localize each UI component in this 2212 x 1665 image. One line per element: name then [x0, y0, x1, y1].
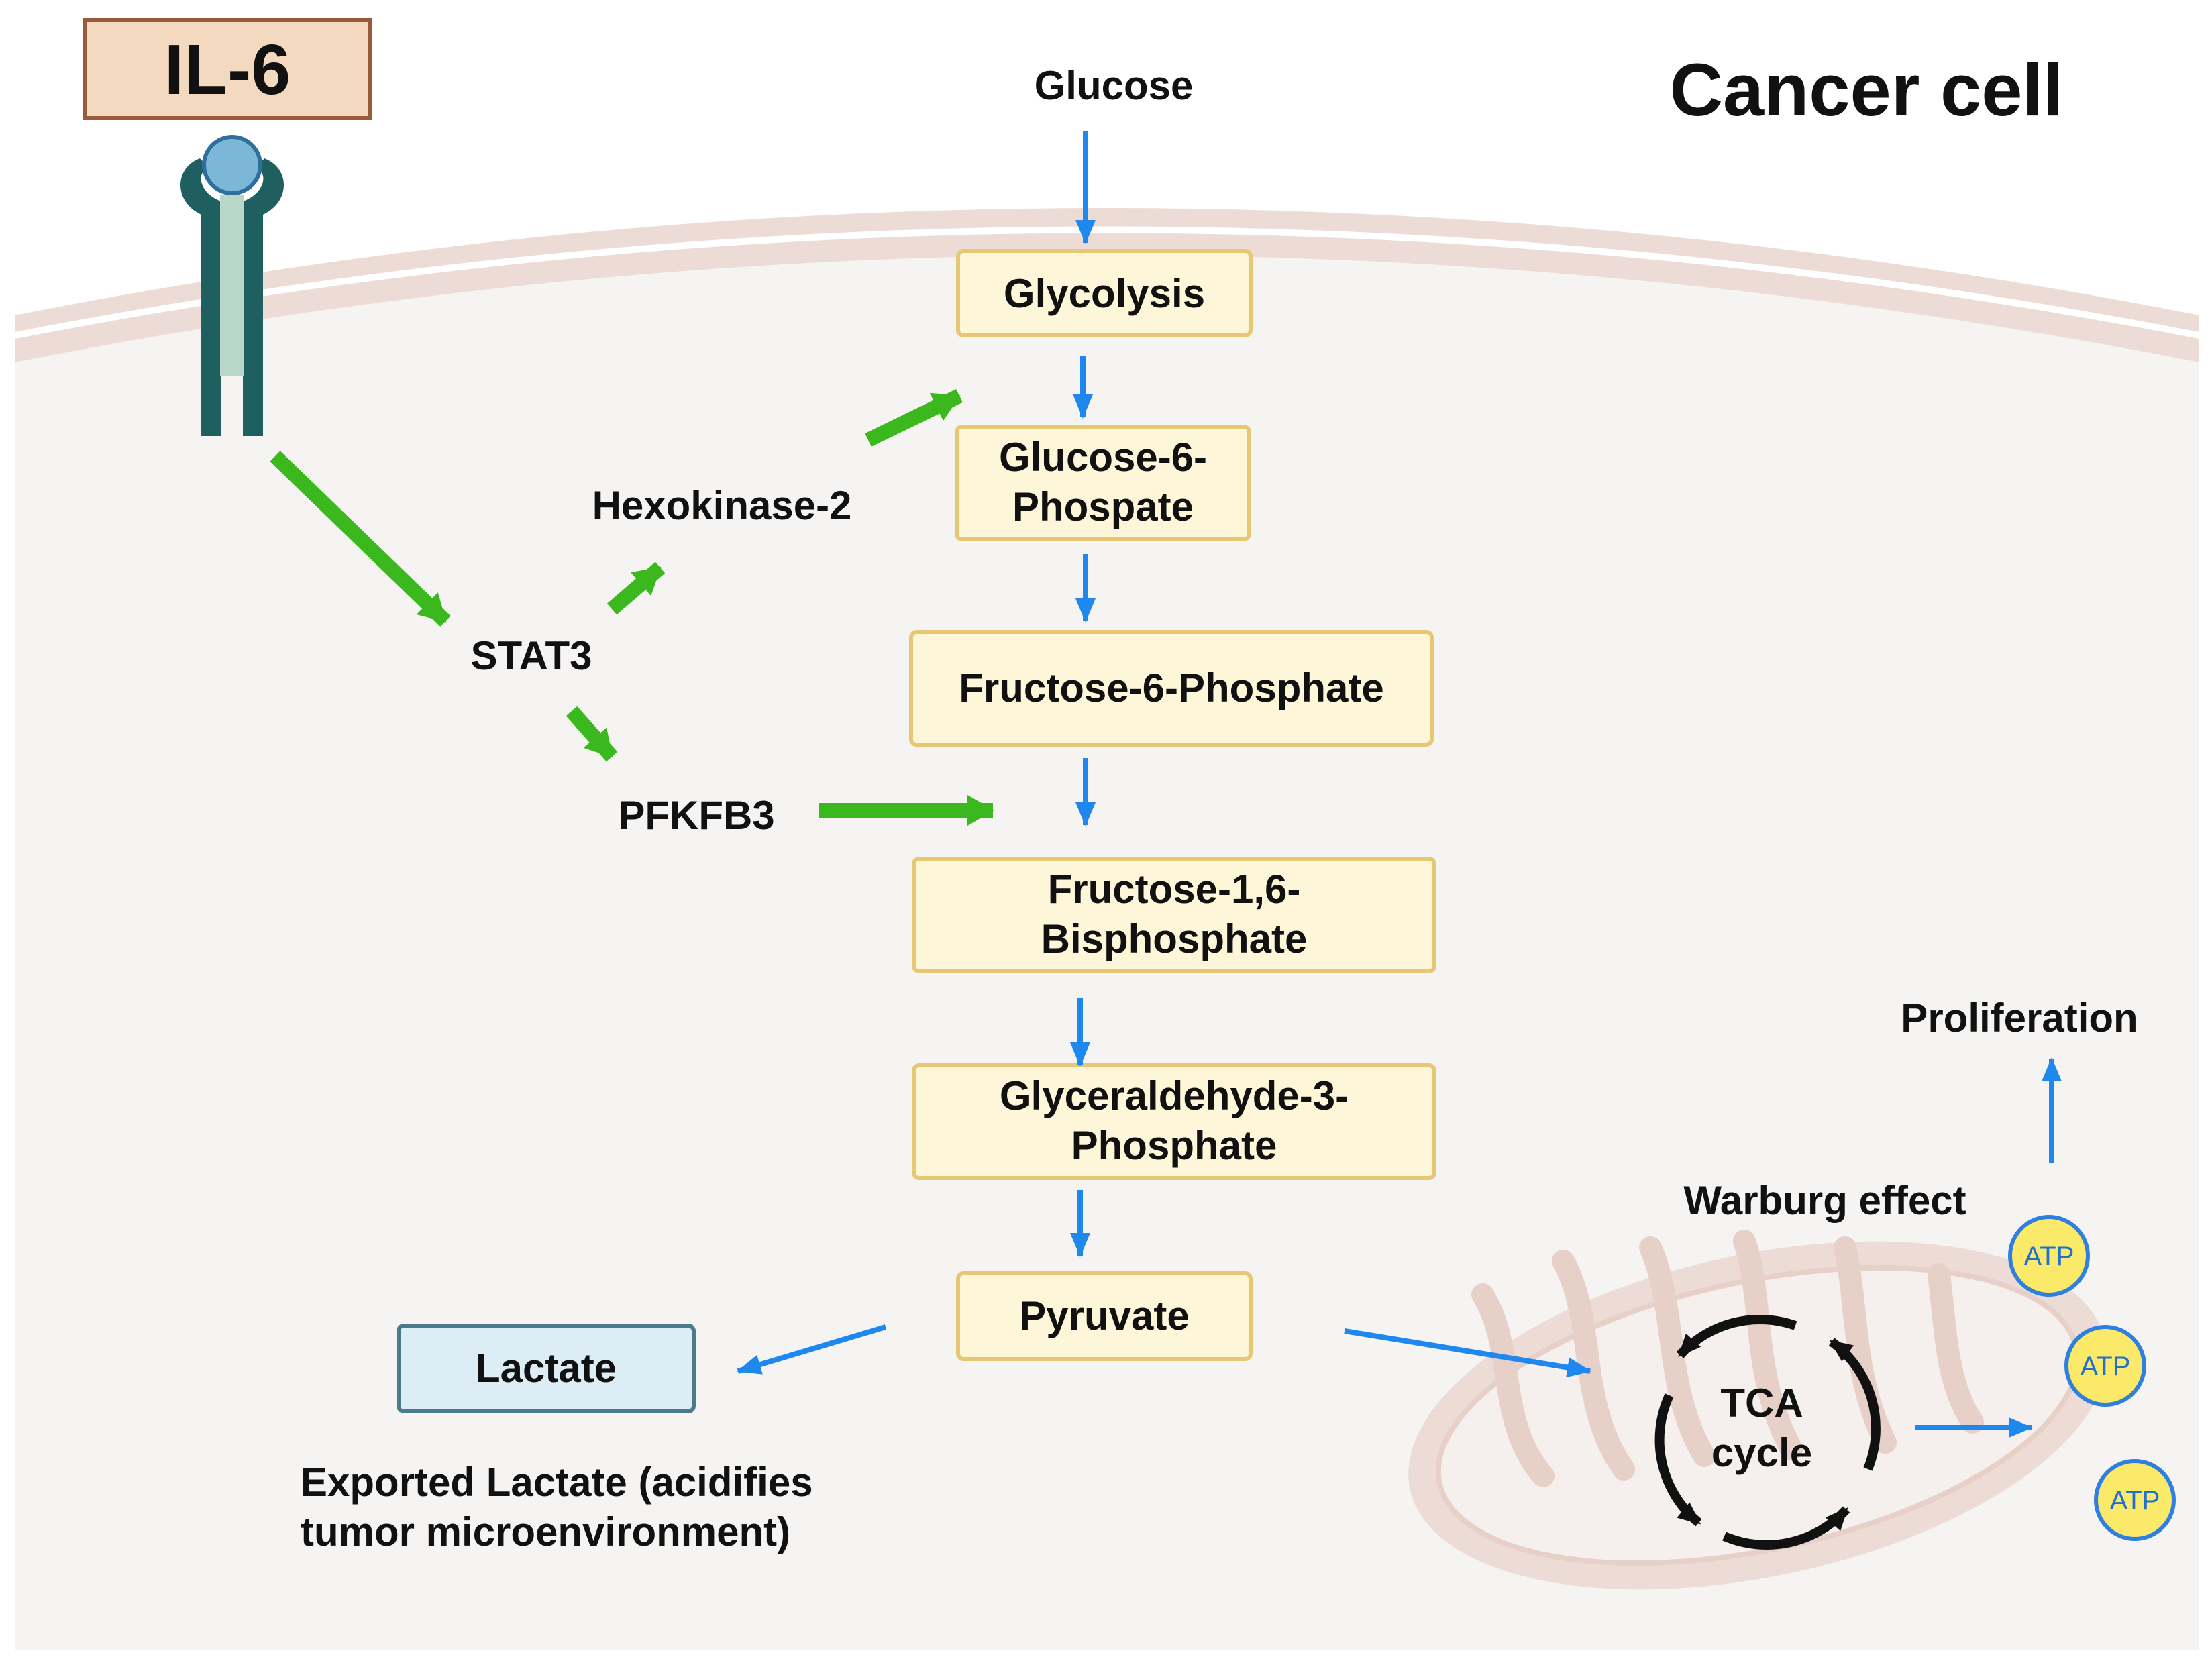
arrow-pyruvate-tca	[1344, 1328, 1591, 1378]
arrow-pyruvate-lactate	[737, 1324, 887, 1375]
il6-receptor-icon	[180, 135, 284, 436]
atp-molecule-3: ATP	[2094, 1459, 2176, 1541]
tca-label-line1: TCA	[1720, 1381, 1803, 1426]
atp-label-3: ATP	[2110, 1486, 2160, 1515]
tca-cycle-icon	[1654, 1314, 1881, 1550]
g3p-box	[912, 1063, 1436, 1180]
il6-box	[83, 18, 372, 120]
atp-molecule-1: ATP	[2008, 1215, 2090, 1297]
atp-label-1: ATP	[2024, 1242, 2074, 1271]
proliferation-label: Proliferation	[1901, 996, 2138, 1040]
pyruvate-label: Pyruvate	[1019, 1293, 1189, 1338]
pyruvate-box	[956, 1271, 1253, 1361]
g6p-label-line1: Glucose-6-	[999, 435, 1207, 480]
f6p-label: Fructose-6-Phosphate	[959, 665, 1383, 710]
tca-label-line2: cycle	[1711, 1430, 1812, 1475]
f16bp-box	[912, 857, 1436, 973]
glycolysis-box	[956, 249, 1253, 337]
lactate-note-line1: Exported Lactate (acidifies	[301, 1460, 813, 1505]
atp-label-2: ATP	[2081, 1352, 2131, 1381]
hexokinase2-label: Hexokinase-2	[592, 483, 852, 528]
il6-label: IL-6	[164, 30, 291, 109]
f16bp-label-line1: Fructose-1,6-	[1048, 867, 1301, 912]
f16bp-label-line2: Bisphosphate	[1041, 916, 1308, 961]
il6-ligand	[202, 135, 262, 195]
lactate-note-line2: tumor microenvironment)	[301, 1509, 790, 1554]
arrow-stat3-pfkfb3	[566, 706, 618, 762]
g3p-label-line1: Glyceraldehyde-3-	[1000, 1073, 1349, 1118]
glucose-label: Glucose	[1035, 63, 1194, 108]
stat3-label: STAT3	[470, 633, 592, 678]
g6p-box	[955, 425, 1251, 541]
arrow-il6-stat3	[270, 451, 451, 627]
cell-membrane-inner-line	[14, 226, 2200, 339]
warburg-label: Warburg effect	[1683, 1178, 1966, 1223]
g6p-label-line2: Phospate	[1012, 484, 1194, 529]
title: Cancer cell	[1669, 49, 2063, 131]
lactate-box	[397, 1324, 696, 1413]
atp-molecule-2: ATP	[2064, 1325, 2146, 1407]
pfkfb3-label: PFKFB3	[618, 793, 774, 838]
f6p-box	[909, 630, 1434, 747]
glycolysis-label: Glycolysis	[1004, 271, 1205, 316]
arrow-hk2-g6p	[865, 389, 963, 447]
g3p-label-line2: Phosphate	[1071, 1123, 1277, 1168]
lactate-label: Lactate	[476, 1346, 617, 1391]
arrow-stat3-hk2	[607, 561, 666, 615]
